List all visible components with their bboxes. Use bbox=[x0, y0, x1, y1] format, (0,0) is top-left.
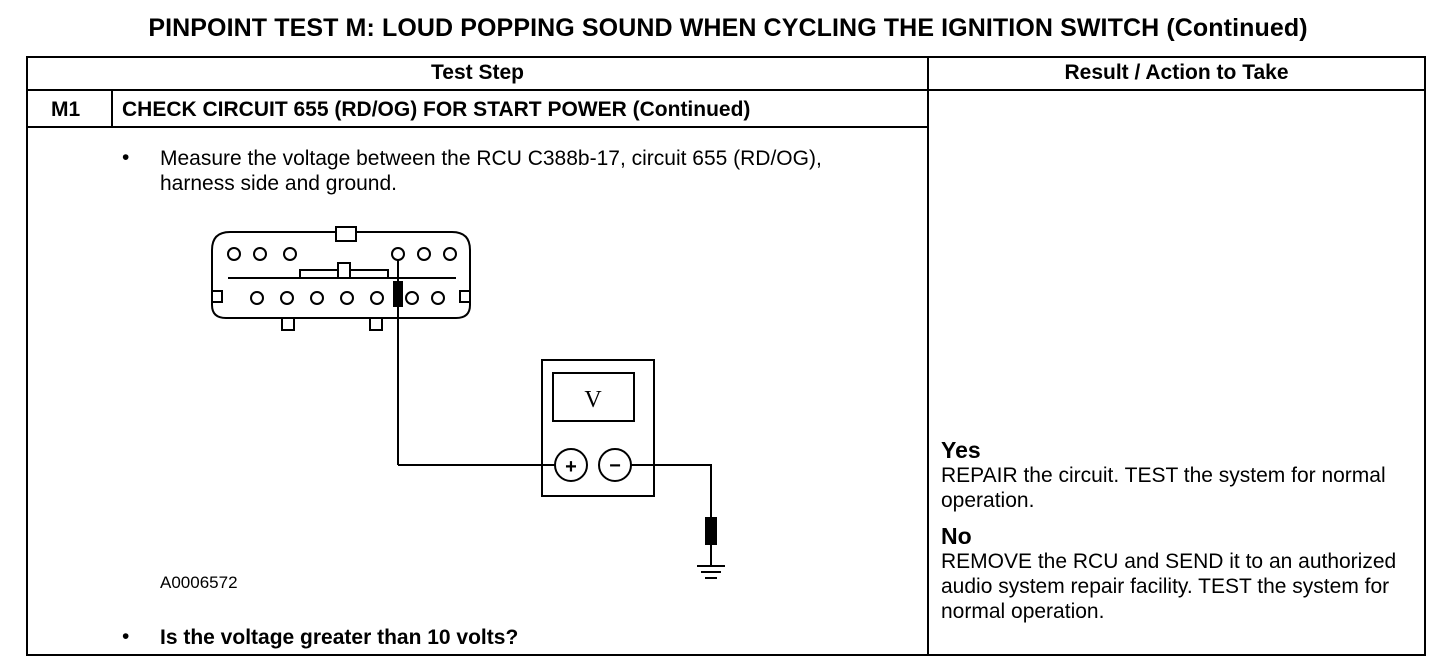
connector-c388b-icon bbox=[211, 226, 471, 331]
bullet-marker: • bbox=[122, 625, 130, 648]
page-title: PINPOINT TEST M: LOUD POPPING SOUND WHEN… bbox=[148, 14, 1308, 42]
meter-display-label: V bbox=[584, 387, 602, 413]
bullet-marker: • bbox=[122, 146, 130, 169]
result-yes-text: REPAIR the circuit. TEST the system for … bbox=[941, 464, 1386, 512]
step-id: M1 bbox=[51, 98, 81, 121]
header-divider bbox=[26, 89, 1426, 91]
step-title: CHECK CIRCUIT 655 (RD/OG) FOR START POWE… bbox=[122, 98, 751, 121]
voltmeter-icon bbox=[398, 359, 717, 545]
instruction-text: Measure the voltage between the RCU C388… bbox=[160, 147, 822, 195]
question-text: Is the voltage greater than 10 volts? bbox=[160, 626, 519, 649]
test-table bbox=[26, 56, 1426, 656]
probe-lead bbox=[393, 260, 403, 465]
step-id-divider bbox=[111, 90, 113, 127]
result-no-text: REMOVE the RCU and SEND it to an authori… bbox=[941, 550, 1397, 623]
meter-plus-label: + bbox=[565, 456, 577, 478]
step-title-divider bbox=[26, 126, 928, 128]
figure-id: A0006572 bbox=[160, 573, 238, 592]
header-result: Result / Action to Take bbox=[1064, 61, 1289, 84]
header-test-step: Test Step bbox=[431, 61, 524, 84]
meter-minus-label: − bbox=[609, 455, 621, 477]
result-no-label: No bbox=[941, 523, 972, 549]
result-yes-label: Yes bbox=[941, 437, 981, 463]
column-divider bbox=[927, 56, 929, 656]
ground-symbol-icon bbox=[697, 544, 725, 579]
